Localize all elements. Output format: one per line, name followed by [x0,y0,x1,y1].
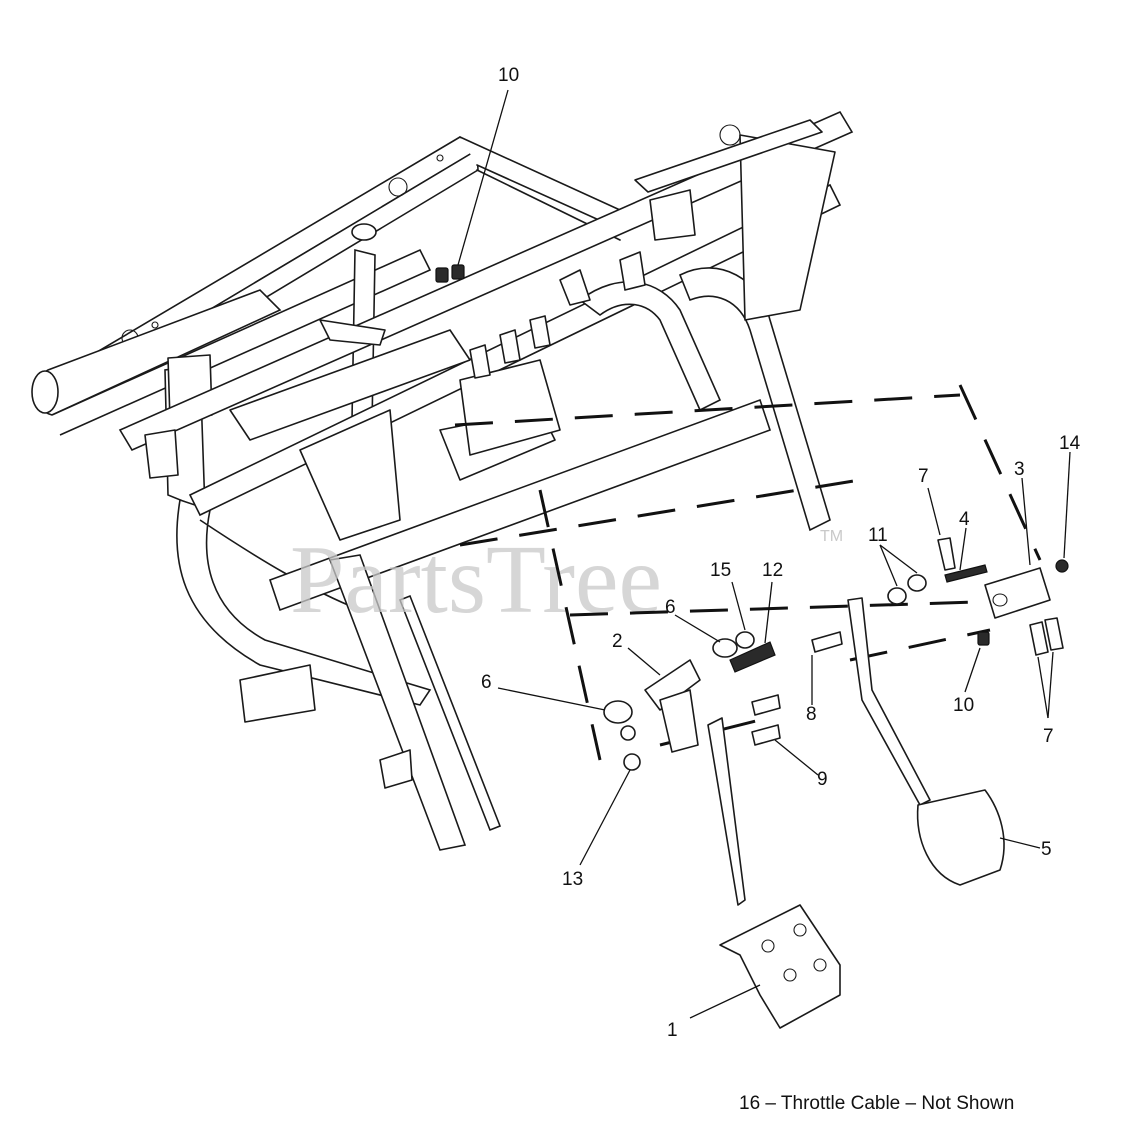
callout-5: 5 [1041,839,1052,860]
watermark-text: PartsTree [290,526,662,634]
callout-8: 8 [806,704,817,725]
frame [31,110,854,851]
callout-10-right: 10 [953,695,974,716]
leader-lines [457,89,1071,1019]
callout-15: 15 [710,560,731,581]
callout-4: 4 [959,509,970,530]
callout-11: 11 [868,525,888,546]
callout-6-left: 6 [481,672,492,693]
callout-12: 12 [762,560,783,581]
callout-10-top: 10 [498,65,519,86]
callout-7-right: 7 [1043,726,1054,747]
callout-14: 14 [1059,433,1081,454]
callout-6-upper: 6 [665,597,676,618]
callout-3: 3 [1014,459,1025,480]
footnote-not-shown: 16 – Throttle Cable – Not Shown [739,1093,1015,1114]
watermark-trademark: TM [820,528,843,545]
callout-9: 9 [817,769,828,790]
callout-1: 1 [667,1020,678,1041]
callout-2: 2 [612,631,623,652]
callout-13: 13 [562,869,583,890]
callout-7-top: 7 [918,466,929,487]
parts [603,537,1069,1029]
callouts: 10 7 4 3 14 11 15 12 6 2 6 8 10 7 9 13 5… [481,65,1081,1041]
